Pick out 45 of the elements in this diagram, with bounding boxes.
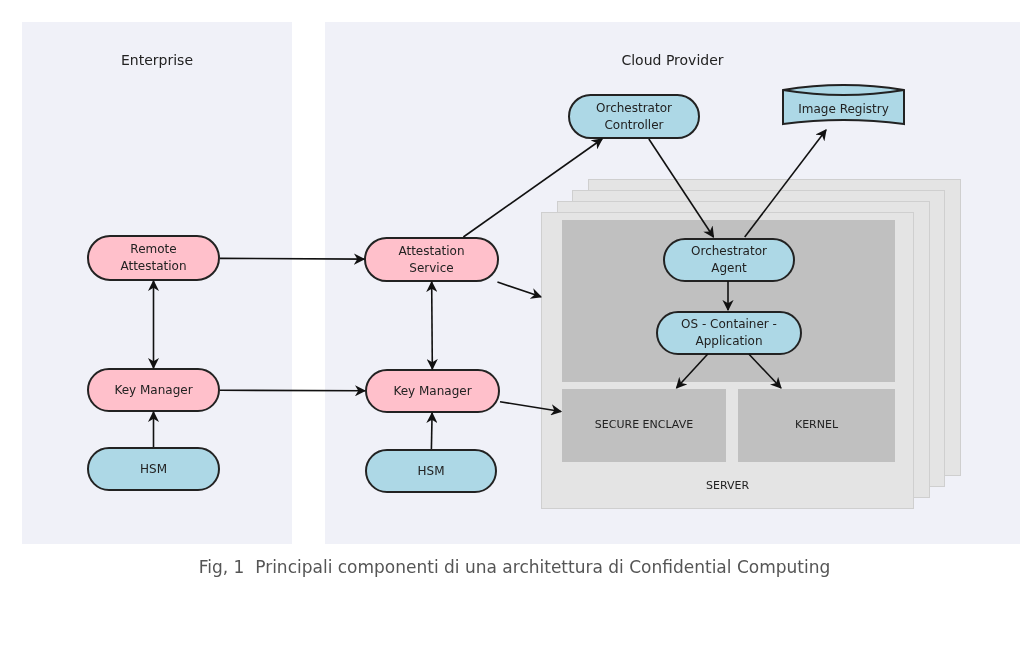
arrow bbox=[426, 411, 438, 450]
node-label: OS - Container - Application bbox=[680, 316, 778, 350]
server-section bbox=[562, 220, 895, 382]
arrow bbox=[499, 400, 563, 416]
figure-caption: Fig, 1 Principali componenti di una architettura di Confidential Computing bbox=[198, 556, 831, 579]
arrow bbox=[496, 281, 543, 299]
zone-panel bbox=[22, 22, 292, 544]
node-label: HSM bbox=[140, 460, 167, 478]
process-pill bbox=[87, 368, 220, 412]
arrow bbox=[147, 410, 160, 448]
node-label: Orchestrator Controller bbox=[595, 99, 673, 134]
component-pill bbox=[656, 311, 802, 355]
node-label: Key Manager bbox=[114, 381, 193, 399]
arrow bbox=[219, 385, 367, 397]
node-label: KERNEL bbox=[794, 417, 839, 434]
arrow bbox=[648, 138, 715, 238]
node-label: Image Registry bbox=[798, 101, 889, 118]
arrow bbox=[722, 280, 734, 312]
process-pill bbox=[364, 237, 499, 282]
component-pill bbox=[568, 94, 700, 139]
node-label: SERVER bbox=[705, 477, 750, 494]
process-pill bbox=[87, 235, 220, 281]
node-label: Enterprise bbox=[121, 51, 193, 70]
server-box bbox=[541, 212, 914, 509]
arrow bbox=[675, 353, 709, 389]
zone-panel bbox=[325, 22, 1020, 544]
server-section bbox=[562, 389, 726, 462]
process-pill bbox=[365, 369, 500, 413]
node-label: Key Manager bbox=[393, 382, 472, 400]
server-section bbox=[738, 389, 895, 462]
node-label: SECURE ENCLAVE bbox=[594, 417, 694, 434]
arrow bbox=[462, 138, 604, 238]
node-label: HSM bbox=[417, 462, 445, 480]
arrow bbox=[147, 279, 160, 370]
component-pill bbox=[663, 238, 795, 282]
component-pill bbox=[87, 447, 220, 491]
arrow bbox=[743, 129, 827, 238]
component-pill bbox=[365, 449, 497, 493]
node-label: Orchestrator Agent bbox=[690, 243, 768, 277]
node-label: Remote Attestation bbox=[119, 241, 188, 275]
node-label: Cloud Provider bbox=[621, 51, 724, 70]
arrow bbox=[426, 280, 438, 371]
node-label: Attestation Service bbox=[397, 242, 466, 277]
arrow bbox=[748, 353, 782, 389]
arrow bbox=[219, 253, 366, 265]
